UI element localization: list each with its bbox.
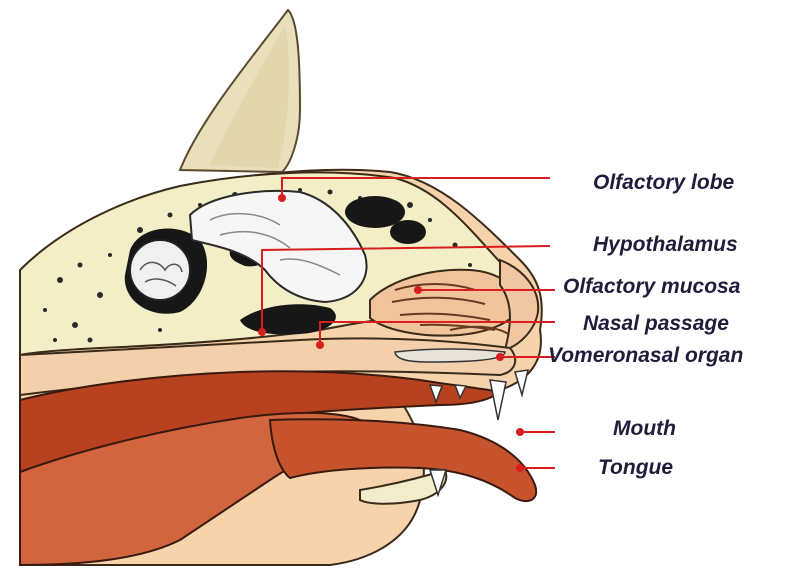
dot-olfactory-lobe — [278, 194, 286, 202]
dot-olfactory-mucosa — [414, 286, 422, 294]
label-olfactory-mucosa: Olfactory mucosa — [563, 276, 740, 297]
dot-tongue — [516, 464, 524, 472]
label-mouth: Mouth — [613, 418, 676, 439]
label-vomeronasal-organ: Vomeronasal organ — [548, 345, 743, 366]
dot-vomeronasal-organ — [496, 353, 504, 361]
label-nasal-passage: Nasal passage — [583, 313, 729, 334]
cerebellum — [130, 240, 190, 300]
dot-hypothalamus — [258, 328, 266, 336]
dot-mouth — [516, 428, 524, 436]
label-tongue: Tongue — [598, 457, 673, 478]
dot-nasal-passage — [316, 341, 324, 349]
label-hypothalamus: Hypothalamus — [593, 234, 738, 255]
label-olfactory-lobe: Olfactory lobe — [593, 172, 734, 193]
